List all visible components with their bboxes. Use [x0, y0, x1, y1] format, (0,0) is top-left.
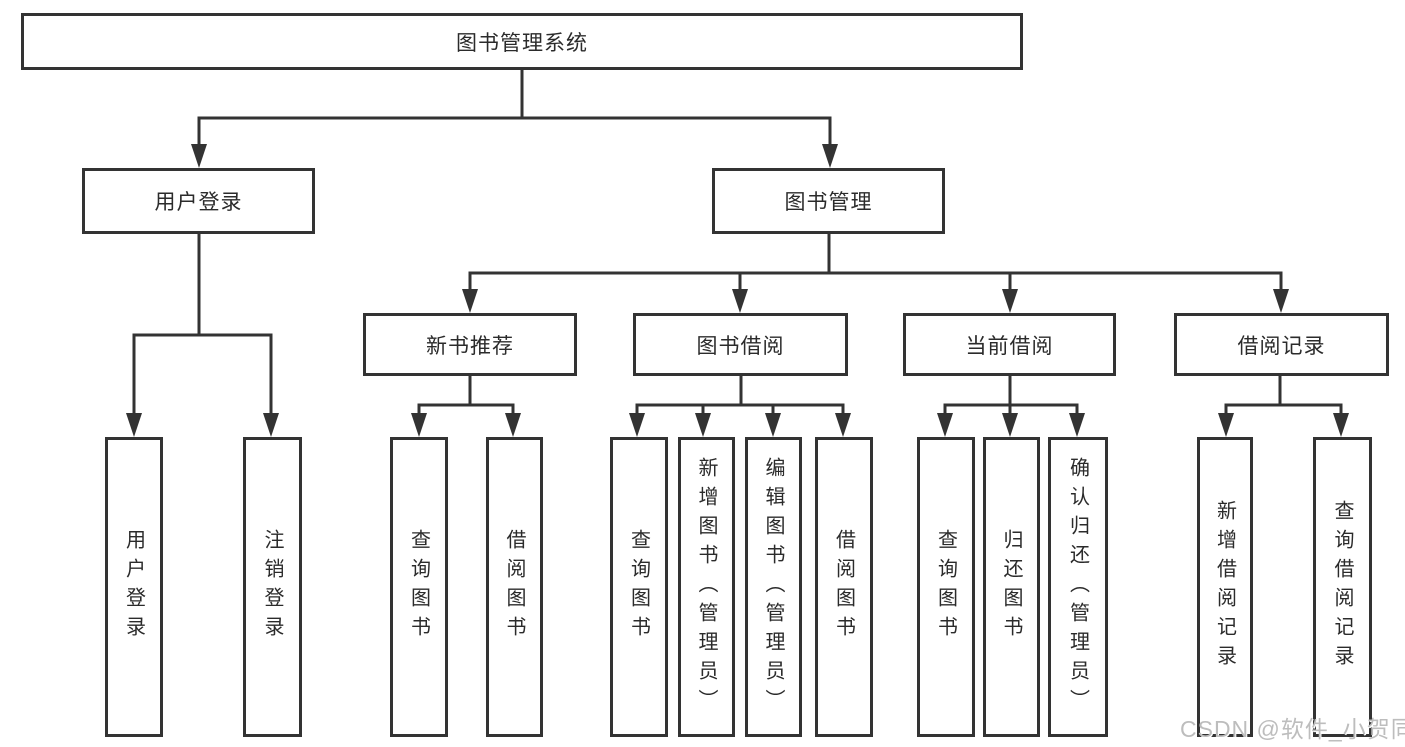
node-leaf-borrow-books: 借阅图书: [815, 437, 873, 737]
node-leaf-query-books-recommend: 查询图书: [390, 437, 448, 737]
node-leaf-return-books: 归还图书: [983, 437, 1040, 737]
node-leaf-query-borrow-record: 查询借阅记录: [1313, 437, 1372, 737]
node-leaf-logout-label: 注销登录: [261, 529, 283, 645]
node-root-system: 图书管理系统: [21, 13, 1023, 70]
node-leaf-logout: 注销登录: [243, 437, 302, 737]
node-leaf-user-login: 用户登录: [105, 437, 163, 737]
node-leaf-add-borrow-record-label: 新增借阅记录: [1213, 500, 1236, 674]
node-leaf-confirm-return-admin-label: 确认归还（管理员）: [1066, 456, 1089, 718]
node-leaf-query-books-borrow: 查询图书: [610, 437, 668, 737]
node-leaf-borrow-books-recommend: 借阅图书: [486, 437, 543, 737]
node-module-borrow-record: 借阅记录: [1174, 313, 1389, 376]
node-branch-user-login-label: 用户登录: [154, 191, 243, 214]
node-module-new-book-recommend-label: 新书推荐: [426, 334, 514, 358]
node-leaf-query-books-current: 查询图书: [917, 437, 975, 737]
node-leaf-query-books-borrow-label: 查询图书: [627, 529, 650, 645]
node-leaf-add-borrow-record: 新增借阅记录: [1197, 437, 1253, 737]
node-leaf-query-books-current-label: 查询图书: [934, 529, 957, 645]
node-module-current-borrow: 当前借阅: [903, 313, 1116, 376]
node-leaf-confirm-return-admin: 确认归还（管理员）: [1048, 437, 1108, 737]
node-root-label: 图书管理系统: [456, 31, 588, 55]
csdn-watermark: CSDN @软件_小贺同学: [1180, 716, 1405, 742]
node-leaf-borrow-books-recommend-label: 借阅图书: [503, 529, 525, 645]
node-leaf-edit-books-admin: 编辑图书（管理员）: [745, 437, 802, 737]
node-leaf-borrow-books-label: 借阅图书: [832, 529, 855, 645]
node-leaf-query-borrow-record-label: 查询借阅记录: [1331, 500, 1353, 674]
node-branch-book-management: 图书管理: [712, 168, 945, 234]
node-leaf-add-books-admin: 新增图书（管理员）: [678, 437, 735, 737]
node-leaf-return-books-label: 归还图书: [1000, 529, 1022, 645]
node-module-borrow-record-label: 借阅记录: [1237, 334, 1326, 358]
node-branch-user-login: 用户登录: [82, 168, 315, 234]
node-leaf-edit-books-admin-label: 编辑图书（管理员）: [762, 456, 784, 718]
node-leaf-add-books-admin-label: 新增图书（管理员）: [695, 456, 717, 718]
node-module-book-borrow: 图书借阅: [633, 313, 848, 376]
node-module-current-borrow-label: 当前借阅: [965, 334, 1054, 358]
node-leaf-query-books-recommend-label: 查询图书: [407, 529, 430, 645]
node-module-book-borrow-label: 图书借阅: [696, 334, 785, 358]
arrowhead-icons: [126, 144, 1349, 437]
node-module-new-book-recommend: 新书推荐: [363, 313, 577, 376]
node-leaf-user-login-label: 用户登录: [122, 529, 145, 645]
node-branch-book-management-label: 图书管理: [784, 191, 873, 214]
